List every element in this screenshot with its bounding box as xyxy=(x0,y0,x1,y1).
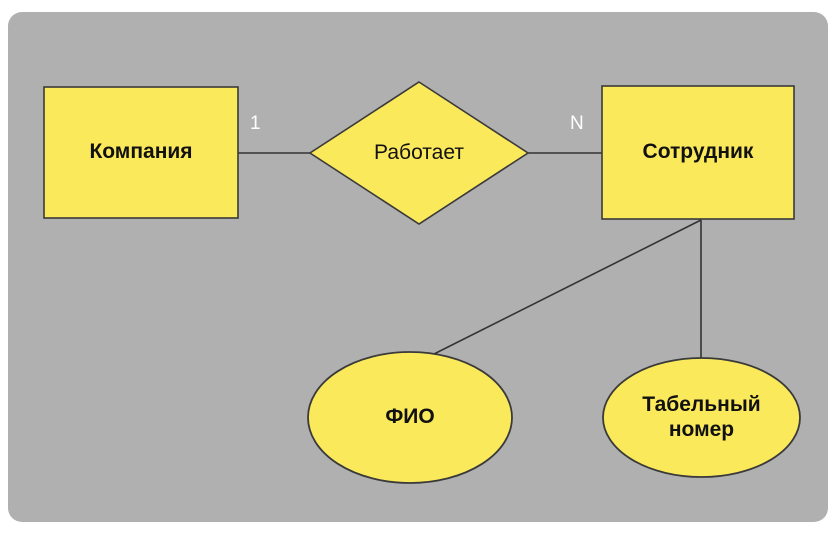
connector-employee-fio xyxy=(427,219,702,358)
attribute-fio-shape[interactable] xyxy=(307,351,513,484)
entity-company-shape[interactable] xyxy=(43,86,239,219)
attribute-tabnum-shape[interactable] xyxy=(602,357,801,478)
entity-employee-shape[interactable] xyxy=(601,85,795,220)
relationship-works-shape[interactable] xyxy=(308,81,530,225)
